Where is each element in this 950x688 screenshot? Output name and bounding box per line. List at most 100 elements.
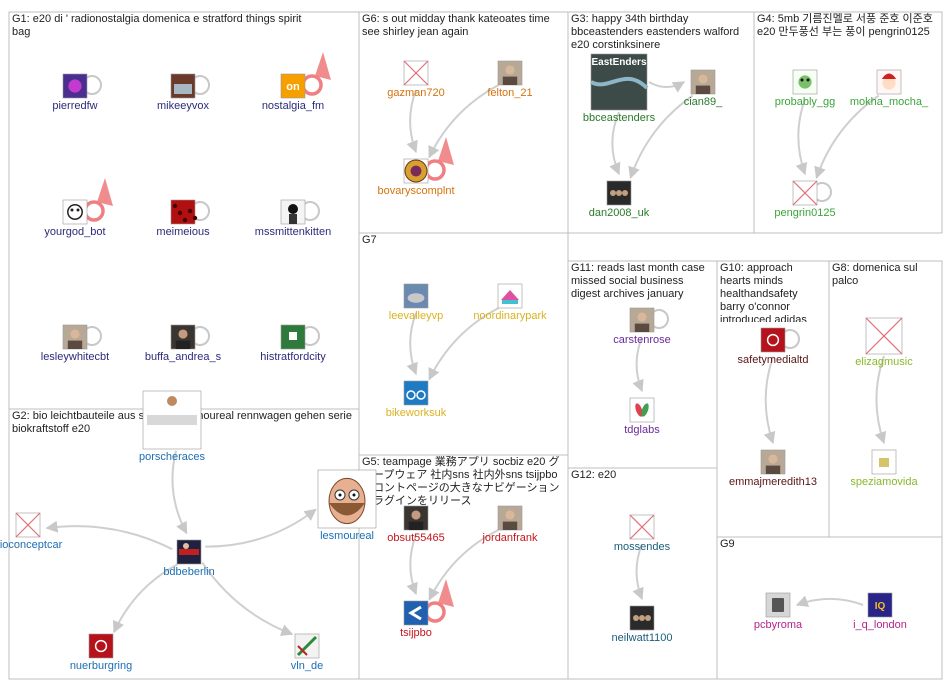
node-tsijpbo[interactable]: tsijpbo [400, 579, 454, 639]
node-tdglabs[interactable]: tdglabs [624, 397, 660, 436]
node-label: meimeious [156, 226, 210, 238]
node-label: bdbeberlin [163, 566, 214, 578]
node-lesmoureal[interactable]: lesmoureal [317, 469, 377, 542]
node-mssmittenkitten[interactable]: mssmittenkitten [255, 199, 331, 238]
node-label: safetymedialtd [738, 354, 809, 366]
panel-title: G6: s out midday thank kateoates time se… [362, 13, 550, 38]
edge-bdbeberlin-to-lesmoureal [205, 508, 317, 548]
node-bikeworksuk[interactable]: bikeworksuk [386, 380, 447, 419]
panel-border [358, 11, 569, 234]
node-pcbyroma[interactable]: pcbyroma [754, 592, 803, 631]
node-gazman720[interactable]: gazman720 [387, 60, 445, 99]
panel-border [358, 454, 569, 680]
panel-title: G7 [362, 234, 377, 246]
panel-title: G4: 5mb 기름진멜로 서풍 준호 이준호 e20 만두풍선 부는 풍이 p… [757, 13, 933, 38]
blue-logo-icon [403, 600, 429, 626]
node-pengrin0125[interactable]: pengrin0125 [774, 180, 836, 219]
node-yourgod-bot[interactable]: yourgod_bot [44, 178, 113, 238]
node-label: jordanfrank [481, 532, 538, 544]
node-emmajmeredith13[interactable]: emmajmeredith13 [729, 449, 817, 488]
person-photo-icon [629, 307, 655, 333]
node-elizagmusic[interactable]: elizagmusic [855, 317, 913, 368]
node-histratfordcity[interactable]: histratfordcity [260, 324, 326, 363]
svg-text:on: on [286, 81, 300, 93]
person-photo-icon [497, 505, 523, 531]
edge-jordanfrank-to-tsijpbo [428, 529, 499, 601]
person-photo-icon [760, 449, 786, 475]
node-mokha-mocha-[interactable]: mokha_mocha_ [850, 69, 929, 108]
node-noordinarypark[interactable]: noordinarypark [473, 283, 547, 322]
node-leevalleyvp[interactable]: leevalleyvp [389, 283, 443, 322]
node-label: nuerburgring [70, 660, 132, 672]
edge-probably_gg-to-pengrin0125 [795, 98, 808, 176]
node-bioconceptcar[interactable]: bioconceptcar [0, 512, 63, 551]
node-label: emmajmeredith13 [729, 476, 817, 488]
node-lesleywhitecbt[interactable]: lesleywhitecbt [41, 324, 109, 363]
node-buffa-andrea-s[interactable]: buffa_andrea_s [145, 324, 222, 363]
panel-border [567, 11, 755, 234]
node-cian89-[interactable]: cian89_ [684, 69, 723, 108]
panel-title: G1: e20 di ' radionostalgia domenica e s… [12, 13, 302, 38]
stage-photo-icon [176, 539, 202, 565]
cartoon-face-icon [317, 469, 377, 529]
panel-title: G9 [720, 538, 735, 550]
node-neilwatt1100[interactable]: neilwatt1100 [612, 605, 673, 644]
node-label: pengrin0125 [774, 207, 835, 219]
group-panel-g11: G11: reads last month case missed social… [567, 260, 718, 469]
node-nostalgia-fm[interactable]: on nostalgia_fm [262, 52, 331, 112]
group-panel-g7: G7 [358, 232, 569, 456]
node-mikeeyvox[interactable]: mikeeyvox [157, 73, 210, 112]
node-label: probably_gg [775, 96, 836, 108]
node-porscheraces[interactable]: porscheraces [139, 390, 206, 463]
node-i-q-london[interactable]: IQi_q_london [853, 592, 907, 631]
placeholder-icon [15, 512, 41, 538]
panel-title: G5: teampage 業務アプリ socbiz e20 グループウェア 社内… [362, 456, 560, 507]
node-jordanfrank[interactable]: jordanfrank [481, 505, 538, 544]
node-label: nostalgia_fm [262, 100, 324, 112]
node-dan2008-uk[interactable]: dan2008_uk [589, 180, 650, 219]
panel-border [358, 232, 569, 456]
sketch-face-icon [62, 199, 88, 225]
edge-safetymedialtd-to-emmajmeredith13 [763, 356, 776, 445]
node-label: elizagmusic [855, 356, 913, 368]
room-photo-icon [170, 73, 196, 99]
node-vln-de[interactable]: vln_de [291, 633, 323, 672]
node-nuerburgring[interactable]: nuerburgring [70, 633, 132, 672]
group-panel-g3: G3: happy 34th birthday bbceastenders ea… [567, 11, 755, 234]
cartoon-red-icon [876, 69, 902, 95]
node-felton-21[interactable]: felton_21 [487, 60, 533, 99]
node-label: porscheraces [139, 451, 206, 463]
group-photo-icon [606, 180, 632, 206]
node-label: bioconceptcar [0, 539, 63, 551]
node-meimeious[interactable]: meimeious [156, 199, 210, 238]
edge-i_q_london-to-pcbyroma [795, 595, 864, 607]
node-pierredfw[interactable]: pierredfw [52, 73, 102, 112]
node-obsut55465[interactable]: obsut55465 [387, 505, 445, 544]
node-label: bovaryscomplnt [377, 185, 454, 197]
iq-logo-icon: IQ [867, 592, 893, 618]
node-carstenrose[interactable]: carstenrose [613, 307, 671, 346]
node-label: tsijpbo [400, 627, 432, 639]
node-label: histratfordcity [260, 351, 326, 363]
edge-elizagmusic-to-speziamovida [874, 355, 887, 445]
node-probably-gg[interactable]: probably_gg [775, 69, 836, 108]
edge-porscheraces-to-bdbeberlin [171, 450, 188, 535]
person-photo-dark-icon [403, 505, 429, 531]
node-mossendes[interactable]: mossendes [614, 514, 671, 553]
edge-bbceastenders-to-cian89_ [648, 81, 686, 93]
node-safetymedialtd[interactable]: safetymedialtd [738, 327, 809, 366]
node-label: mssmittenkitten [255, 226, 331, 238]
panel-title: G8: domenica sul palco [832, 262, 918, 287]
panel-title: G11: reads last month case missed social… [571, 262, 705, 300]
node-bdbeberlin[interactable]: bdbeberlin [163, 539, 215, 578]
node-label: speziamovida [850, 476, 918, 488]
node-bovaryscomplnt[interactable]: bovaryscomplnt [377, 137, 455, 197]
small-logo-icon [871, 449, 897, 475]
svg-text:IQ: IQ [875, 601, 886, 612]
node-label: felton_21 [487, 87, 532, 99]
node-speziamovida[interactable]: speziamovida [850, 449, 919, 488]
device-photo-icon [765, 592, 791, 618]
node-label: leevalleyvp [389, 310, 443, 322]
edge-cian89_-to-dan2008_uk [628, 94, 694, 179]
